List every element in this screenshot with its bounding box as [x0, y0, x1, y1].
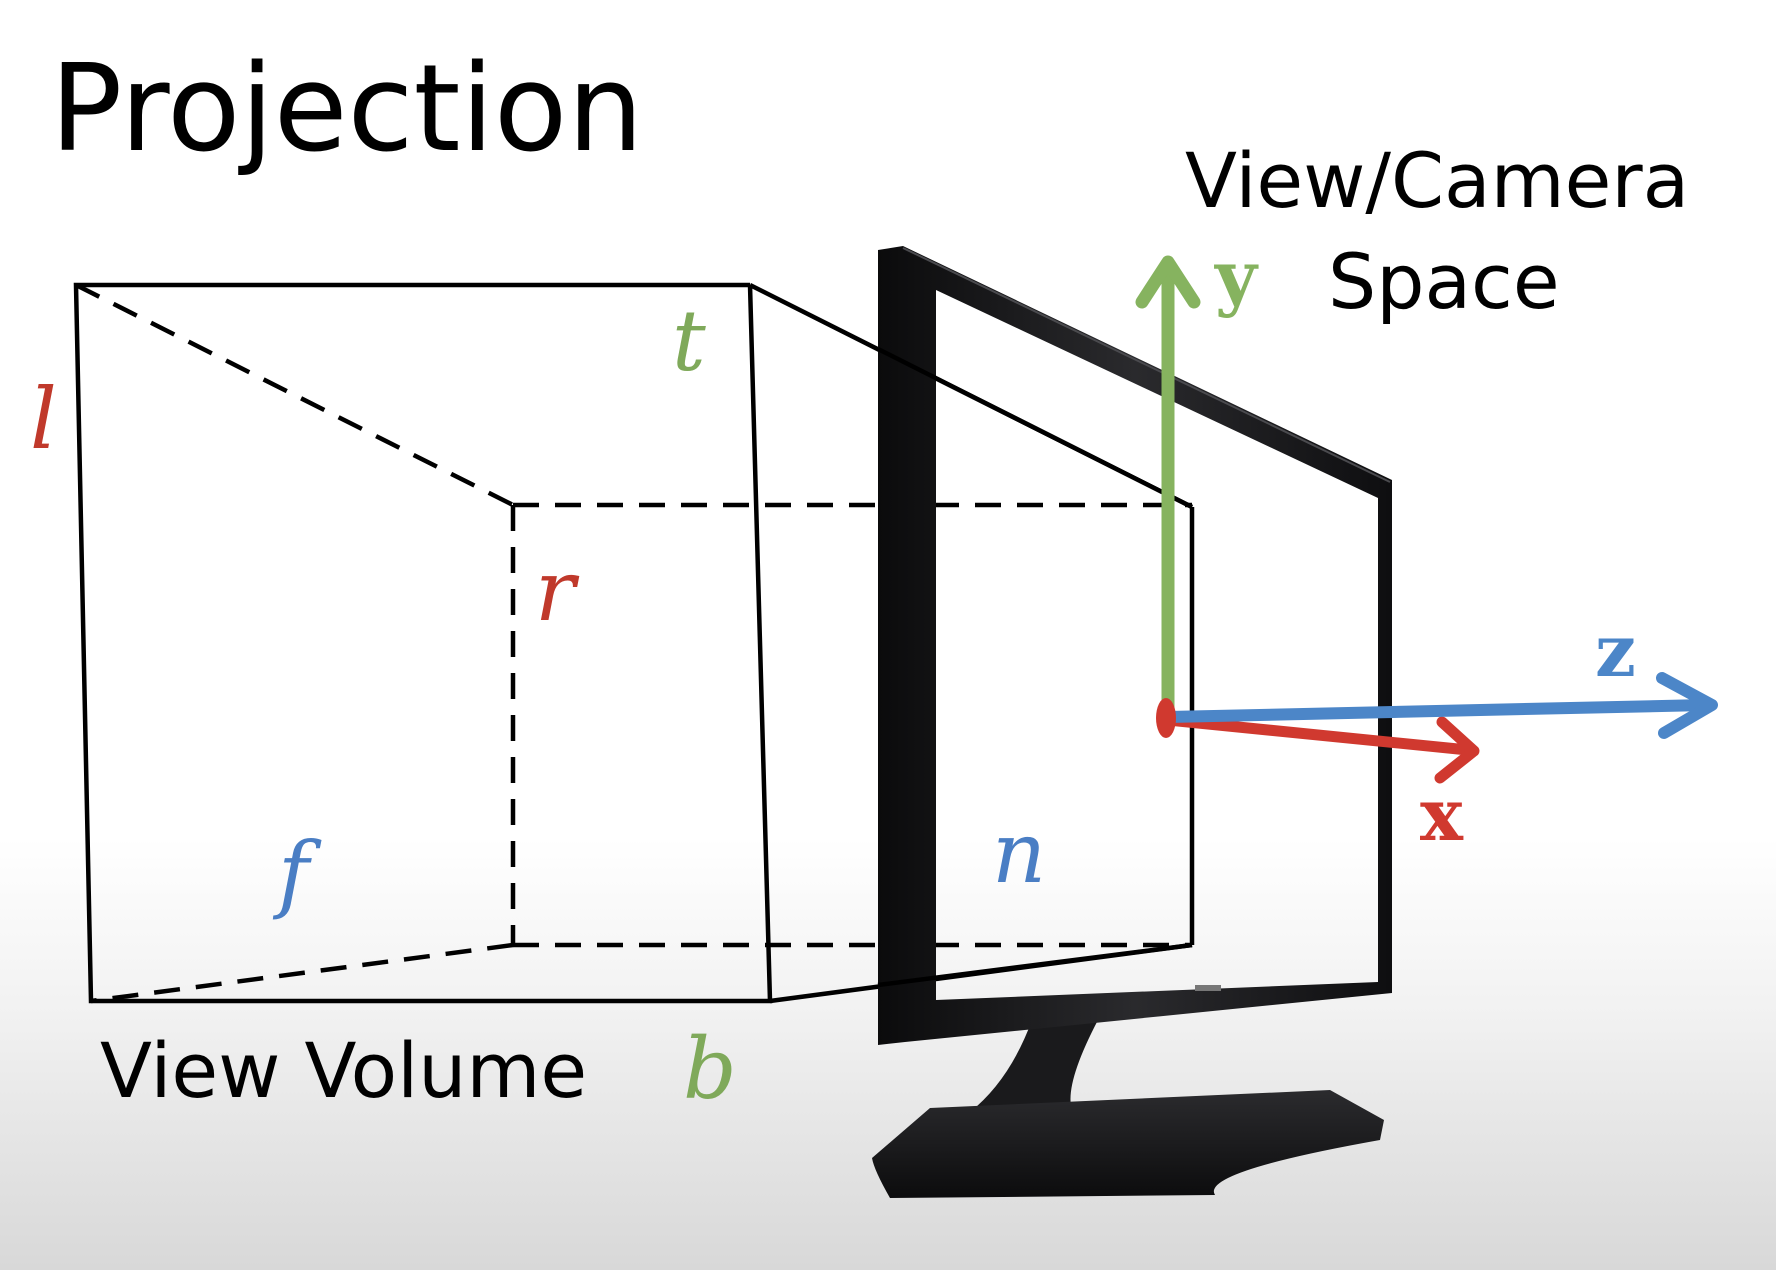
- z-axis-label: z: [1595, 608, 1636, 693]
- plane-label-r: r: [535, 542, 580, 640]
- plane-label-f: f: [272, 824, 322, 922]
- monitor-brand-mark: [1195, 985, 1221, 991]
- origin-point: [1156, 698, 1176, 738]
- camera-axes: [1135, 255, 1718, 784]
- hidden-bottom-left-edge: [90, 942, 514, 1004]
- camera-space-label-line2: Space: [1328, 237, 1560, 326]
- plane-label-n: n: [992, 804, 1046, 902]
- monitor-stand-neck: [970, 1020, 1098, 1112]
- frustum-top-right-edge-overlay: [876, 346, 1194, 510]
- plane-label-l: l: [30, 370, 57, 468]
- frustum-overlay: [876, 346, 1194, 988]
- view-volume-label: View Volume: [100, 1026, 587, 1115]
- y-axis-label: y: [1214, 234, 1259, 319]
- camera-space-label: View/Camera Space: [1185, 136, 1689, 326]
- monitor-base: [872, 1090, 1384, 1198]
- y-axis-arrowhead: [1135, 255, 1201, 309]
- monitor-bezel: [878, 246, 1392, 1045]
- monitor-icon: [872, 246, 1392, 1198]
- z-axis-arrowhead: [1656, 672, 1718, 739]
- slide-title: Projection: [50, 40, 643, 179]
- camera-space-label-line1: View/Camera: [1185, 136, 1689, 225]
- monitor-bezel-highlight: [902, 247, 1391, 483]
- plane-label-b: b: [683, 1020, 737, 1118]
- z-axis-line: [1167, 699, 1707, 723]
- view-volume-frustum: [73, 282, 1195, 1004]
- plane-label-t: t: [672, 292, 706, 390]
- hidden-top-left-edge: [74, 282, 515, 508]
- x-axis-arrowhead: [1434, 716, 1480, 784]
- x-axis-line: [1167, 714, 1469, 756]
- frustum-bottom-right-edge-overlay: [877, 942, 1193, 988]
- x-axis-label: x: [1420, 772, 1464, 857]
- far-face-front-edges: [73, 282, 773, 1004]
